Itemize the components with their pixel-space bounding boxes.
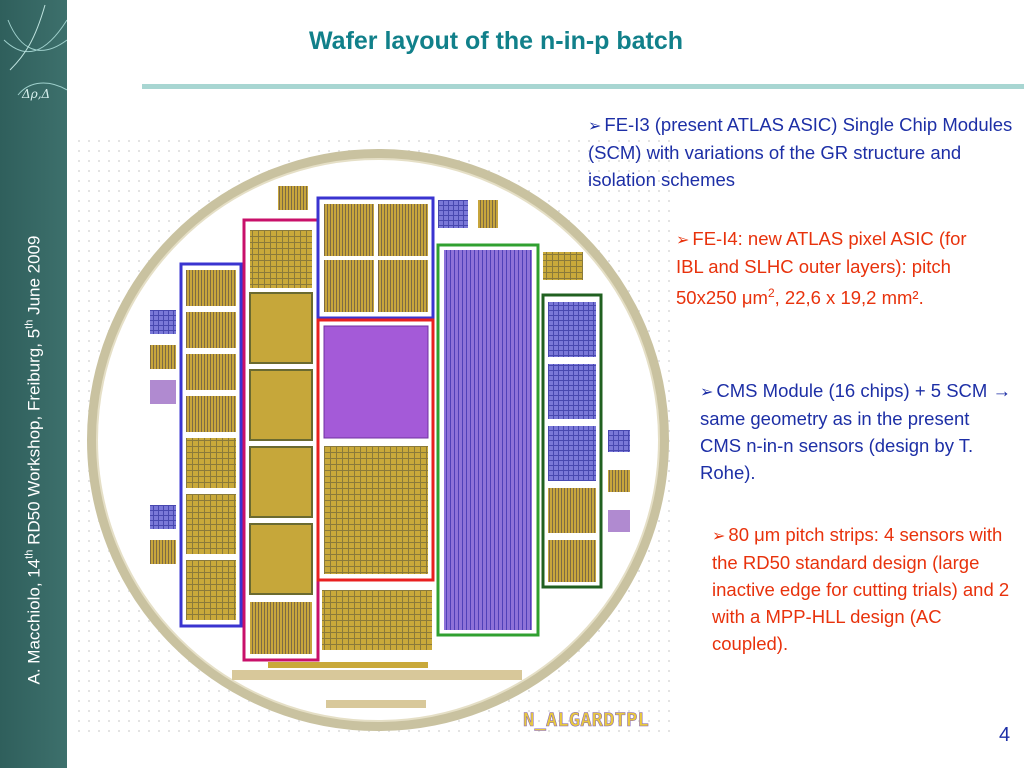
sidebar: Δρ,Δ A. Macchiolo, 14th RD50 Workshop, F… (0, 0, 67, 768)
arrow-right-icon: ➢ (676, 230, 690, 249)
title-divider (142, 84, 1024, 89)
arrow-right-icon: ➢ (588, 116, 602, 135)
logo-swirl-icon: Δρ,Δ (3, 4, 67, 101)
bullet-fe-i4: ➢FE-I4: new ATLAS pixel ASIC (for IBL an… (676, 228, 967, 309)
bullet-strips: ➢80 μm pitch strips: 4 sensors with the … (712, 524, 1010, 654)
arrow-implies-icon: → (992, 380, 1011, 401)
bullet-cms-module: ➢CMS Module (16 chips) + 5 SCM → same ge… (700, 380, 1011, 483)
page-number: 4 (999, 724, 1011, 746)
arrow-right-icon: ➢ (712, 526, 726, 545)
wafer-layout-image: N_ALGARDTPL (78, 140, 678, 740)
sidebar-credit: A. Macchiolo, 14th RD50 Workshop, Freibu… (23, 235, 44, 685)
svg-text:N_ALGARDTPL: N_ALGARDTPL (523, 709, 649, 731)
svg-text:Δρ,Δ: Δρ,Δ (21, 87, 50, 101)
bullet-fe-i3: ➢FE-I3 (present ATLAS ASIC) Single Chip … (588, 114, 1013, 190)
arrow-right-icon: ➢ (700, 382, 714, 401)
page-title: Wafer layout of the n-in-p batch (309, 27, 684, 55)
